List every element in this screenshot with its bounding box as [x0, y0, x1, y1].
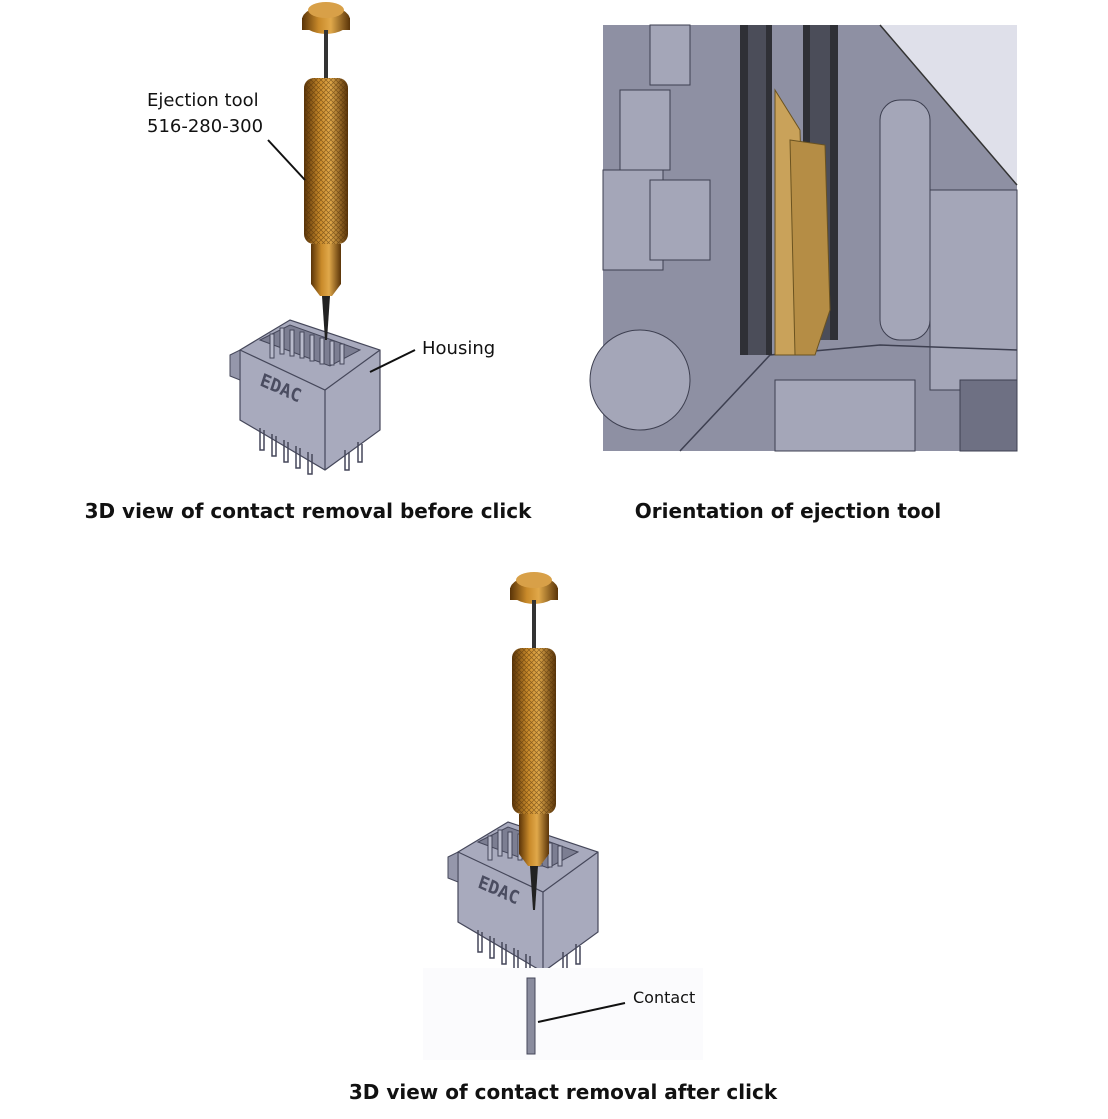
ejection-tool-part-number: 516-280-300: [147, 116, 264, 137]
contact-label: Contact: [633, 988, 696, 1007]
contact-leader-line: [537, 1002, 626, 1023]
ejection-tool-1: [302, 2, 350, 340]
housing-1: [229, 319, 381, 475]
ejection-tool-label: Ejection tool 516-280-300: [147, 88, 263, 140]
contact-panel: [423, 968, 703, 1060]
contact-gold: [789, 139, 831, 356]
tool-leader-line: [267, 139, 306, 181]
caption-before-click: 3D view of contact removal before click: [84, 499, 532, 523]
housing-leader-line: [369, 349, 416, 373]
figure-1-before-click: [229, 2, 416, 475]
housing-label: Housing: [422, 338, 496, 359]
caption-orientation: Orientation of ejection tool: [634, 499, 942, 523]
ejection-tool-name: Ejection tool: [147, 90, 259, 111]
contact-part: [526, 977, 536, 1055]
figure-2-orientation-render: [589, 24, 1018, 452]
figure-3-after-click: [423, 572, 703, 1060]
caption-after-click: 3D view of contact removal after click: [348, 1080, 778, 1104]
